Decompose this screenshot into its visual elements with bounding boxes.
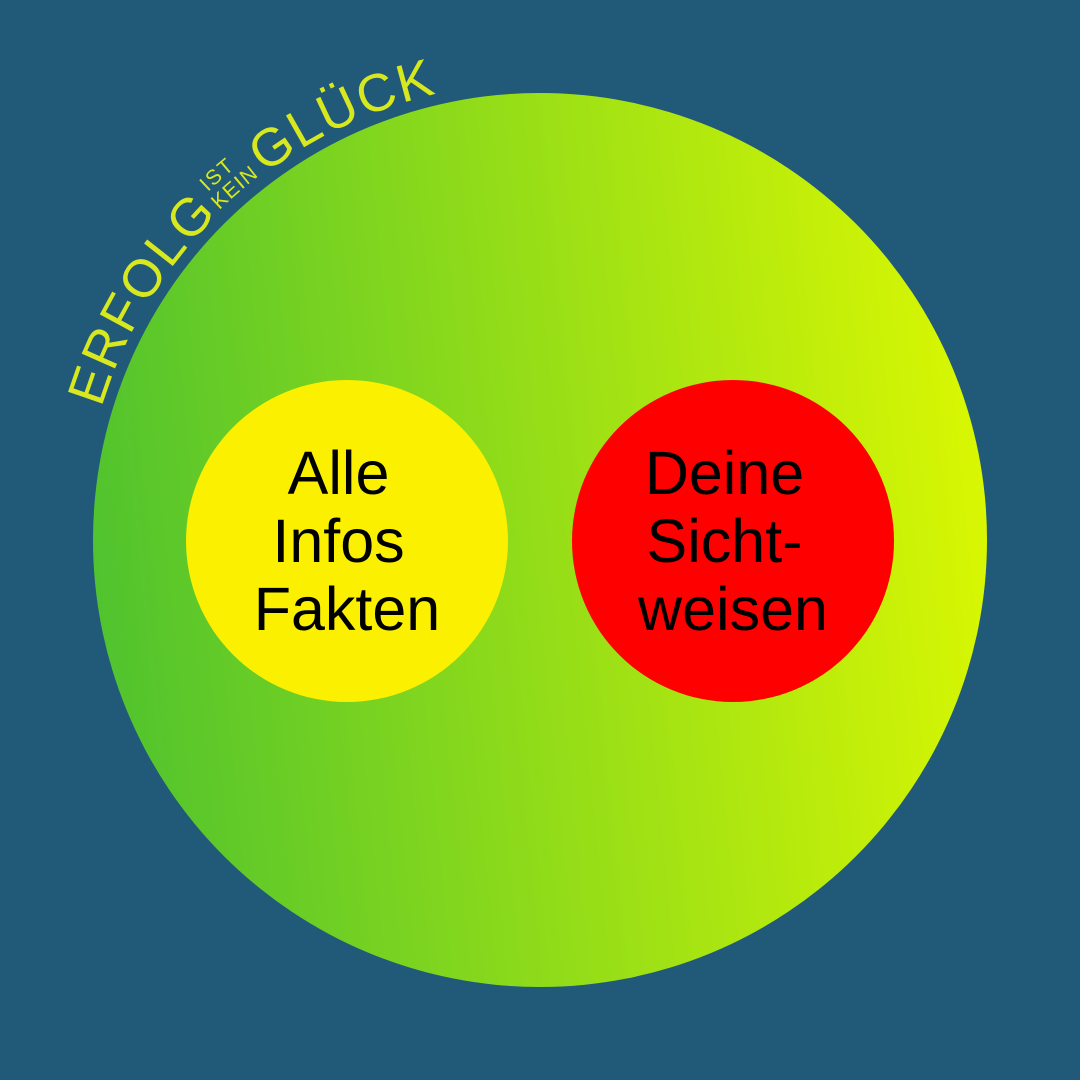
facts-line-2: Infos [272,507,404,575]
views-line-2: Sicht- [647,507,803,575]
views-circle-label: Deine Sicht- weisen [637,439,828,643]
views-line-3: weisen [637,575,828,643]
views-circle [572,380,894,702]
facts-circle [186,380,508,702]
facts-circle-group: Alle Infos Fakten [186,380,508,702]
facts-line-3: Fakten [254,575,441,643]
views-line-1: Deine [645,439,804,507]
facts-line-1: Alle [288,439,390,507]
views-circle-group: Deine Sicht- weisen [572,380,894,702]
facts-circle-label: Alle Infos Fakten [254,439,441,643]
main-circle [93,93,987,987]
